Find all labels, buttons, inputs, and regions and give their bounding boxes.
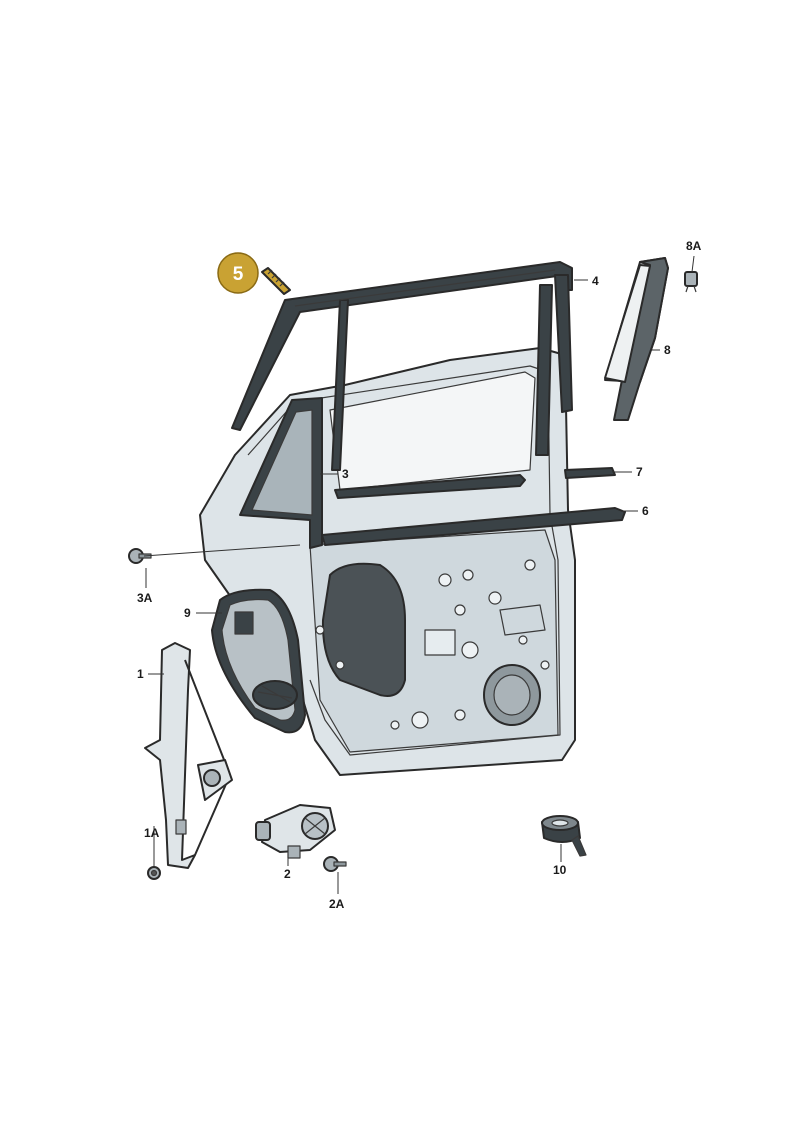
part-10-tape-roll [541, 815, 587, 857]
label-4: 4 [592, 274, 599, 288]
part-8-pillar-trim [604, 257, 669, 421]
callout-badge-5: 5 [217, 252, 259, 294]
label-1A: 1A [144, 826, 160, 840]
part-1-window-regulator [144, 642, 233, 869]
part-6-outer-strip [321, 507, 626, 546]
label-7: 7 [636, 465, 643, 479]
part-1A-nut [147, 866, 161, 880]
part-2A-screw [323, 856, 347, 872]
label-8A: 8A [686, 239, 702, 253]
label-3A: 3A [137, 591, 153, 605]
label-2: 2 [284, 867, 291, 881]
callout-5-text: 5 [233, 264, 244, 285]
label-1: 1 [137, 667, 144, 681]
label-2A: 2A [329, 897, 345, 911]
part-5-screw-highlighted [261, 267, 291, 295]
label-8: 8 [664, 343, 671, 357]
label-3: 3 [342, 467, 349, 481]
part-8A-clip [684, 271, 698, 293]
part-7-inner-strip [334, 467, 616, 499]
part-3-quarter-glass [239, 397, 323, 549]
part-4-window-frame-seal [231, 261, 573, 471]
label-6: 6 [642, 504, 649, 518]
label-9: 9 [184, 606, 191, 620]
leader-lines [143, 255, 695, 894]
part-2-window-motor [255, 804, 336, 859]
label-10: 10 [553, 863, 567, 877]
part-9-seal-membrane [211, 588, 306, 734]
